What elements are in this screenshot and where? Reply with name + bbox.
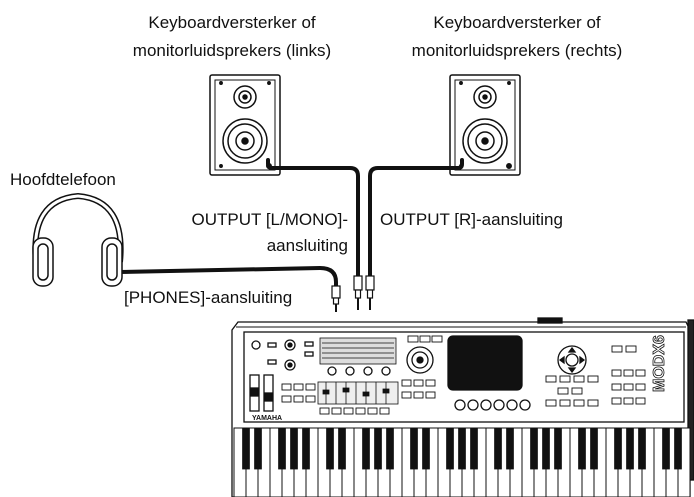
data-dial — [406, 346, 434, 374]
black-key — [578, 428, 586, 470]
black-key — [278, 428, 286, 470]
right-speaker-icon — [449, 74, 521, 176]
black-key — [470, 428, 478, 470]
black-key — [290, 428, 298, 470]
black-key — [362, 428, 370, 470]
knob-row — [327, 366, 391, 376]
output-left-label-line1: OUTPUT [L/MONO]- — [191, 210, 348, 229]
black-key — [674, 428, 682, 470]
black-key — [590, 428, 598, 470]
black-key — [458, 428, 466, 470]
right-buttons — [545, 345, 646, 407]
black-key — [326, 428, 334, 470]
left-knobs — [251, 339, 314, 371]
output-left-label: OUTPUT [L/MONO]- aansluiting — [168, 209, 348, 257]
model-logo: MODX6 — [651, 335, 668, 392]
speaker-right-label: Keyboardversterker of monitorluidspreker… — [372, 12, 662, 62]
headphones-icon — [32, 192, 124, 287]
black-key — [554, 428, 562, 470]
black-key — [374, 428, 382, 470]
cables — [118, 158, 464, 288]
cursor-pad — [557, 345, 587, 375]
black-key — [662, 428, 670, 470]
speaker-left-label-line1: Keyboardversterker of — [148, 13, 316, 32]
black-key — [386, 428, 394, 470]
speaker-right-label-line1: Keyboardversterker of — [433, 13, 601, 32]
black-key — [410, 428, 418, 470]
right-output-plug-icon — [365, 275, 375, 310]
black-key — [506, 428, 514, 470]
output-right-label: OUTPUT [R]-aansluiting — [380, 210, 563, 229]
display-buttons — [454, 399, 531, 411]
touch-display — [447, 335, 523, 391]
brand-logo: YAMAHA — [252, 415, 282, 422]
black-key — [614, 428, 622, 470]
speaker-left-label-line2: monitorluidsprekers (links) — [132, 41, 332, 60]
black-key — [446, 428, 454, 470]
black-key — [302, 428, 310, 470]
left-output-plug-icon — [353, 275, 363, 310]
left-speaker-cable — [266, 158, 360, 278]
phones-plug-icon — [331, 285, 341, 312]
black-key — [638, 428, 646, 470]
jack-plugs — [331, 275, 375, 312]
phones-jack-label: [PHONES]-aansluiting — [124, 288, 293, 307]
speaker-right-label-line2: monitorluidsprekers (rechts) — [411, 41, 623, 60]
black-key — [422, 428, 430, 470]
left-speaker-icon — [209, 74, 281, 176]
black-key — [626, 428, 634, 470]
piano-keys — [233, 427, 691, 497]
black-key — [338, 428, 346, 470]
headphone-cable — [118, 266, 338, 288]
lcd-strip — [319, 337, 397, 365]
output-left-label-line2: aansluiting — [266, 236, 348, 255]
pitch-mod-wheels — [249, 374, 274, 412]
black-key — [494, 428, 502, 470]
button-rows — [281, 335, 443, 415]
right-speaker-cable — [368, 158, 464, 278]
slider-bank — [317, 381, 399, 405]
black-key — [242, 428, 250, 470]
black-key — [530, 428, 538, 470]
black-key — [542, 428, 550, 470]
black-key — [254, 428, 262, 470]
headphones-label: Hoofdtelefoon — [10, 170, 116, 189]
speaker-left-label: Keyboardversterker of monitorluidspreker… — [92, 12, 372, 62]
